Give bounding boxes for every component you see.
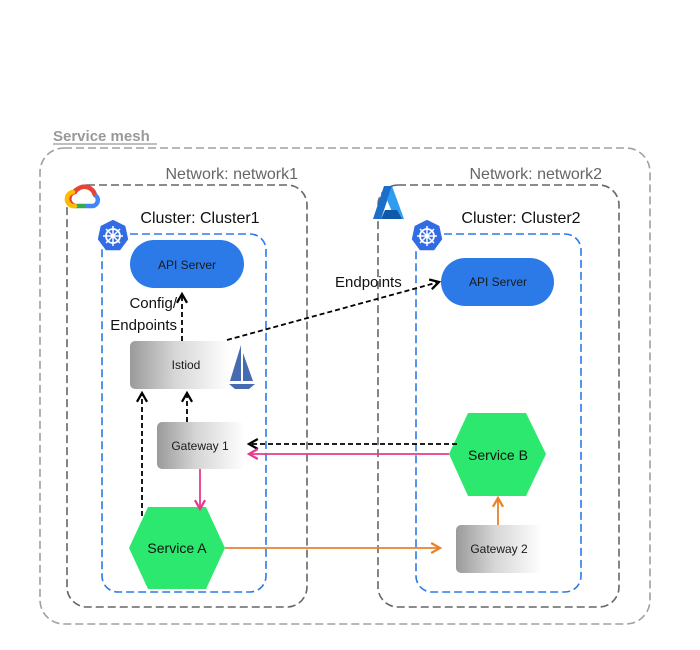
azure-icon: [373, 186, 404, 219]
api-server-cluster2-label: API Server: [469, 275, 527, 289]
edge-istiod-to-api-server-2: [226, 278, 442, 341]
gateway2-node[interactable]: Gateway 2: [456, 525, 542, 573]
network1-label: Network: network1: [166, 166, 299, 183]
kubernetes-icon: [96, 218, 130, 252]
cluster1-label: Cluster: Cluster1: [140, 210, 259, 227]
service-b-node[interactable]: Service B: [449, 413, 546, 496]
edge-label-endpoints: Endpoints: [110, 317, 177, 334]
api-server-cluster1[interactable]: API Server: [130, 240, 244, 288]
google-cloud-icon: [64, 184, 101, 209]
api-server-cluster2[interactable]: API Server: [441, 258, 554, 306]
gateway2-label: Gateway 2: [470, 542, 528, 556]
api-server-cluster1-label: API Server: [158, 258, 216, 272]
network1-boundary: [66, 184, 308, 608]
network2-label: Network: network2: [470, 166, 603, 183]
istiod-node[interactable]: Istiod: [130, 341, 230, 389]
service-b-label: Service B: [468, 447, 528, 463]
gateway1-node[interactable]: Gateway 1: [157, 422, 245, 469]
gateway1-label: Gateway 1: [171, 439, 229, 453]
cluster2-boundary: [415, 233, 582, 593]
edge-label-config: Config/: [129, 295, 177, 312]
kubernetes-icon: [410, 218, 444, 252]
istiod-label: Istiod: [172, 358, 201, 372]
cluster2-label: Cluster: Cluster2: [461, 210, 580, 227]
service-a-node[interactable]: Service A: [129, 507, 225, 589]
service-a-label: Service A: [147, 540, 207, 556]
network2-boundary: [377, 184, 620, 608]
cluster1-boundary: [101, 233, 267, 593]
edge-label-endpoints-remote: Endpoints: [335, 274, 402, 291]
istio-icon: [229, 345, 255, 389]
service-mesh-boundary: [39, 147, 651, 625]
service-mesh-title: Service mesh: [53, 128, 150, 145]
